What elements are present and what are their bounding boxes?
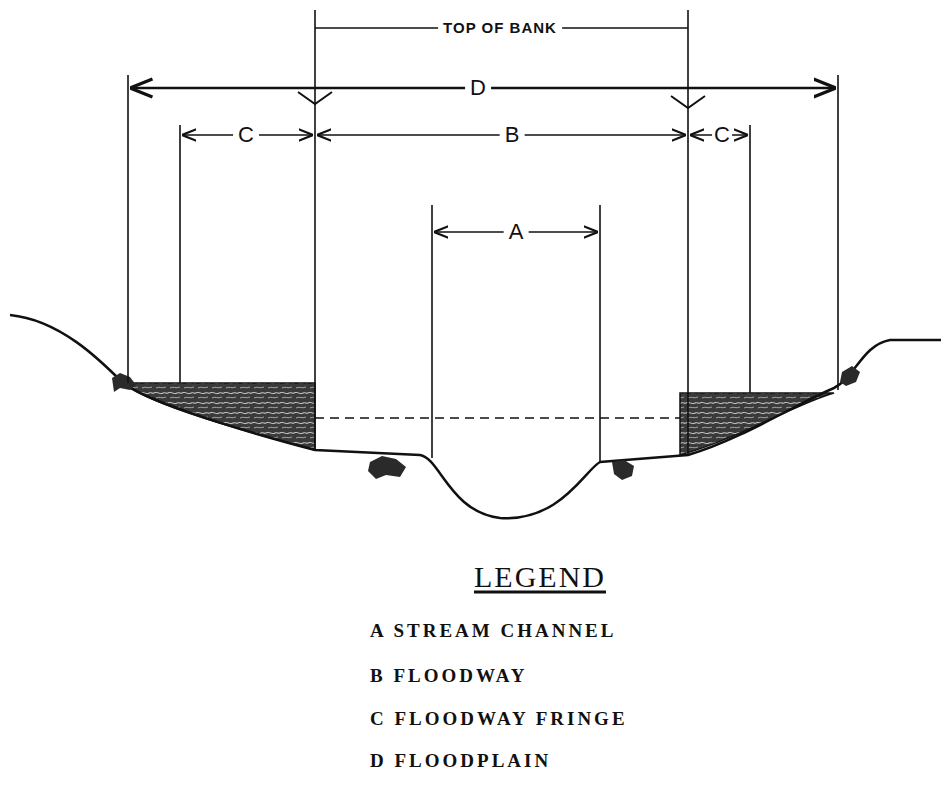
ground-profile	[10, 315, 941, 518]
dimension-caption: TOP OF BANK	[438, 20, 562, 37]
dimension-letter: B	[500, 123, 525, 147]
dimension-letter: C	[712, 123, 732, 147]
legend-heading: LEGEND	[469, 560, 611, 593]
dimension-letter: D	[465, 76, 491, 100]
hatched-fill	[125, 383, 834, 455]
legend-entry: A STREAM CHANNEL	[370, 620, 616, 642]
dimension-letter: A	[504, 220, 529, 244]
legend-entry: D FLOODPLAIN	[370, 750, 551, 772]
water-surface-symbol	[298, 92, 705, 108]
legend-entry: B FLOODWAY	[370, 665, 528, 687]
dimension-letter: C	[233, 123, 259, 147]
water-level	[315, 417, 680, 419]
dimension-lines	[128, 10, 838, 462]
ground-tufts	[112, 366, 860, 480]
legend-entry: C FLOODWAY FRINGE	[370, 708, 628, 730]
